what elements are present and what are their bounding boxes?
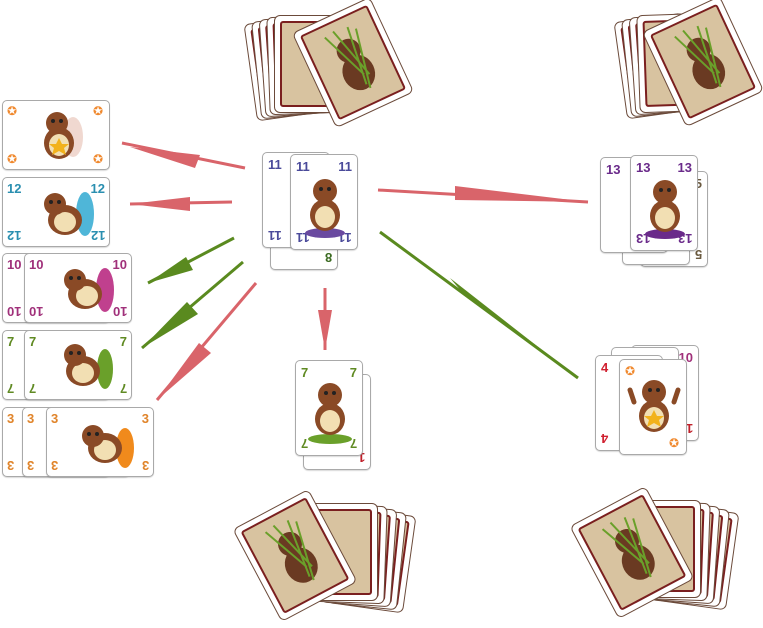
left-stack-3[interactable]: 3 3 3 3 3 3 3 3	[2, 407, 157, 479]
beaver-icon	[308, 383, 352, 444]
card-top: 13 13 13 13	[630, 155, 698, 251]
beaver-icon	[627, 380, 681, 432]
card-back-top[interactable]	[641, 0, 763, 128]
card-value: 3	[7, 458, 15, 473]
left-card-star[interactable]: ✪ ✪ ✪ ✪	[2, 100, 110, 170]
card-value: 11	[268, 228, 282, 243]
star-icon: ✪	[7, 104, 18, 118]
arrow-to-left-4	[141, 260, 244, 350]
card-value: 11	[296, 159, 310, 174]
beaver-icon	[64, 268, 114, 312]
right-pile[interactable]: 5 5 13 13 13 13 13	[600, 155, 718, 277]
arrow-to-left-3	[147, 236, 235, 285]
card-value: 3	[51, 458, 59, 473]
beaver-icon	[44, 112, 83, 159]
card-top: 3 3 3 3	[46, 407, 154, 477]
card-value: 7	[7, 381, 15, 396]
card-value: 7	[29, 334, 37, 349]
card-back-top[interactable]	[569, 485, 695, 620]
left-card-12[interactable]: 12 12 12 12	[2, 177, 110, 247]
card-value: 11	[338, 159, 352, 174]
right-bottom-pile[interactable]: 10 1 10 4 4 ✪ ✪	[595, 345, 703, 471]
card-value: 11	[268, 157, 282, 172]
arrow-to-left-5	[155, 282, 258, 401]
beaver-silhouette-icon	[601, 516, 655, 580]
deck-bottom-right[interactable]	[569, 485, 745, 620]
card-top: 10 10 10 10	[24, 253, 132, 323]
card-value: 7	[301, 365, 309, 380]
arrow-to-left-2	[129, 197, 233, 211]
deck-top-center[interactable]	[243, 0, 415, 130]
card-value: 7	[119, 334, 127, 349]
card-value: 3	[7, 411, 15, 426]
card-value: 4	[601, 360, 609, 375]
card-value: 5	[694, 176, 702, 191]
card-top: 7 7 7 7	[24, 330, 132, 400]
card-top: 11 11 11 11	[290, 154, 358, 250]
card-value: 3	[27, 458, 35, 473]
card-value: 4	[601, 431, 609, 446]
beaver-icon	[44, 192, 94, 236]
card-value: 3	[51, 411, 59, 426]
beaver-icon	[305, 179, 345, 238]
deck-bottom-center[interactable]	[232, 488, 417, 625]
card-value: 12	[7, 181, 22, 196]
center-pile[interactable]: 8 11 11 11 11 11 11	[262, 152, 366, 276]
card-value: 10	[7, 257, 22, 272]
star-icon: ✪	[625, 364, 636, 378]
card-value: 10	[7, 304, 22, 319]
star-icon: ✪	[669, 436, 680, 450]
card-value: 3	[141, 458, 149, 473]
star-icon: ✪	[7, 152, 18, 166]
left-stack-7[interactable]: 7 7 7 7 7 7	[2, 330, 136, 400]
beaver-icon	[64, 344, 113, 389]
card-back-top[interactable]	[291, 0, 415, 129]
card-value: 10	[29, 304, 44, 319]
card-value: 13	[606, 162, 621, 177]
card-value: 13	[677, 160, 692, 175]
card-value: 7	[29, 381, 37, 396]
left-stack-10[interactable]: 10 10 10 10 10 10	[2, 253, 136, 323]
card-value: 8	[324, 250, 332, 265]
card-value: 7	[119, 381, 127, 396]
card-back-top[interactable]	[232, 488, 358, 623]
card-value: 3	[141, 411, 149, 426]
arrow-to-right-top	[377, 186, 589, 204]
beaver-silhouette-icon	[674, 25, 726, 90]
beaver-icon	[645, 180, 685, 239]
arrow-to-right-bottom	[379, 230, 579, 380]
card-value: 3	[27, 411, 35, 426]
star-icon: ✪	[93, 152, 104, 166]
card-top-star: ✪ ✪	[619, 359, 687, 455]
card-value: 7	[7, 334, 15, 349]
card-value: 12	[90, 181, 105, 196]
star-icon: ✪	[93, 104, 104, 118]
beaver-silhouette-icon	[324, 26, 376, 91]
beaver-silhouette-icon	[264, 519, 318, 583]
card-value: 10	[112, 257, 127, 272]
card-value: 12	[7, 228, 22, 243]
beaver-icon	[82, 425, 134, 468]
card-value: 7	[349, 365, 357, 380]
card-value: 13	[636, 160, 651, 175]
deck-top-right[interactable]	[613, 0, 763, 130]
discard-pile[interactable]: 1 7 7 7 7	[295, 360, 373, 480]
card-top: 7 7 7 7	[295, 360, 363, 456]
card-value: 10	[29, 257, 44, 272]
arrow-to-left-1	[121, 141, 246, 170]
arrow-to-discard	[318, 288, 332, 350]
